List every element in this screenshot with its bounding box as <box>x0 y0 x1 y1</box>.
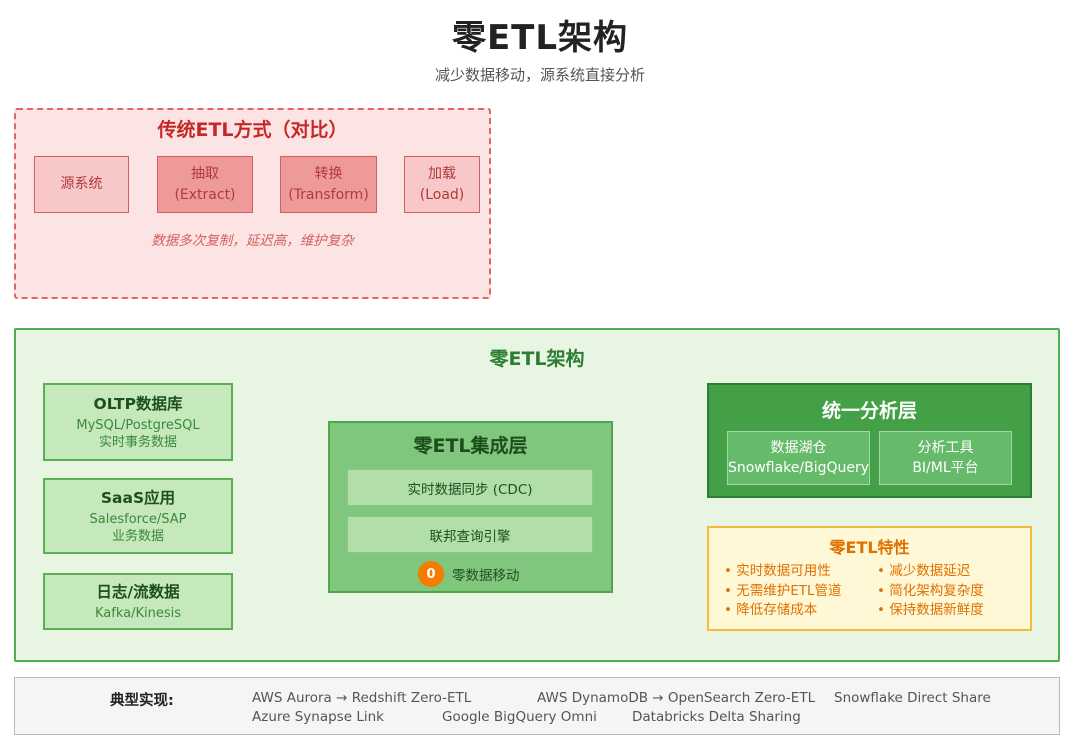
trad-step-sublabel: (Extract) <box>174 186 236 203</box>
source-logs: 日志/流数据 Kafka/Kinesis <box>43 573 233 630</box>
analytics-item-label: 数据湖仓 <box>770 439 827 456</box>
implementation-item: Snowflake Direct Share <box>834 690 991 706</box>
source-title: SaaS应用 <box>100 489 176 508</box>
zero-movement-label: 零数据移动 <box>452 568 520 584</box>
integration-item-federated-query: 联邦查询引擎 <box>347 516 593 553</box>
feature-item: • 降低存储成本 <box>724 602 818 618</box>
feature-item: • 减少数据延迟 <box>877 563 971 579</box>
trad-step-label: 转换 <box>314 166 343 183</box>
zero-badge: 0 <box>418 561 444 587</box>
trad-step-load: 加载 (Load) <box>404 156 480 213</box>
implementations-bar <box>14 677 1060 735</box>
trad-step-label: 加载 <box>428 166 456 183</box>
source-saas: SaaS应用 Salesforce/SAP 业务数据 <box>43 478 233 554</box>
analytics-item-lakehouse: 数据湖仓 Snowflake/BigQuery <box>727 431 870 485</box>
feature-item: • 实时数据可用性 <box>724 563 831 579</box>
source-subtitle: Kafka/Kinesis <box>94 606 182 622</box>
integration-item-cdc: 实时数据同步 (CDC) <box>347 469 593 506</box>
analytics-item-label: 分析工具 <box>917 439 974 456</box>
source-title: 日志/流数据 <box>96 583 180 602</box>
source-subtitle: Salesforce/SAP <box>89 512 187 528</box>
traditional-etl-note: 数据多次复制，延迟高，维护复杂 <box>151 233 354 249</box>
integration-layer <box>328 421 613 593</box>
trad-step-label: 源系统 <box>60 176 103 193</box>
source-title: OLTP数据库 <box>93 395 183 414</box>
zero-etl-title: 零ETL架构 <box>489 348 585 370</box>
trad-step-label: 抽取 <box>191 166 219 183</box>
analytics-item-sublabel: Snowflake/BigQuery <box>727 460 870 476</box>
traditional-etl-title: 传统ETL方式（对比） <box>157 119 348 141</box>
analytics-item-tools: 分析工具 BI/ML平台 <box>879 431 1012 485</box>
source-description: 业务数据 <box>111 529 164 544</box>
implementations-label: 典型实现: <box>110 693 174 709</box>
trad-step-sublabel: (Load) <box>419 186 465 203</box>
implementation-item: AWS DynamoDB → OpenSearch Zero-ETL <box>537 690 816 706</box>
features-title: 零ETL特性 <box>829 538 910 557</box>
feature-item: • 无需维护ETL管道 <box>724 583 842 599</box>
implementation-item: AWS Aurora → Redshift Zero-ETL <box>252 690 472 706</box>
feature-item: • 保持数据新鲜度 <box>877 602 984 618</box>
analytics-layer-title: 统一分析层 <box>821 400 917 422</box>
analytics-item-sublabel: BI/ML平台 <box>912 460 979 476</box>
trad-step-source: 源系统 <box>34 156 129 213</box>
trad-step-transform: 转换 (Transform) <box>280 156 377 213</box>
features-box <box>707 526 1032 631</box>
trad-step-sublabel: (Transform) <box>288 186 369 203</box>
implementation-item: Google BigQuery Omni <box>442 709 597 725</box>
implementation-item: Databricks Delta Sharing <box>632 709 801 725</box>
feature-item: • 简化架构复杂度 <box>877 583 984 599</box>
source-subtitle: MySQL/PostgreSQL <box>76 418 200 434</box>
source-oltp: OLTP数据库 MySQL/PostgreSQL 实时事务数据 <box>43 383 233 461</box>
source-description: 实时事务数据 <box>98 435 177 450</box>
page-subtitle: 减少数据移动，源系统直接分析 <box>434 66 645 84</box>
implementation-item: Azure Synapse Link <box>252 709 384 725</box>
integration-layer-title: 零ETL集成层 <box>413 435 528 457</box>
page-title: 零ETL架构 <box>451 18 629 58</box>
trad-step-extract: 抽取 (Extract) <box>157 156 253 213</box>
